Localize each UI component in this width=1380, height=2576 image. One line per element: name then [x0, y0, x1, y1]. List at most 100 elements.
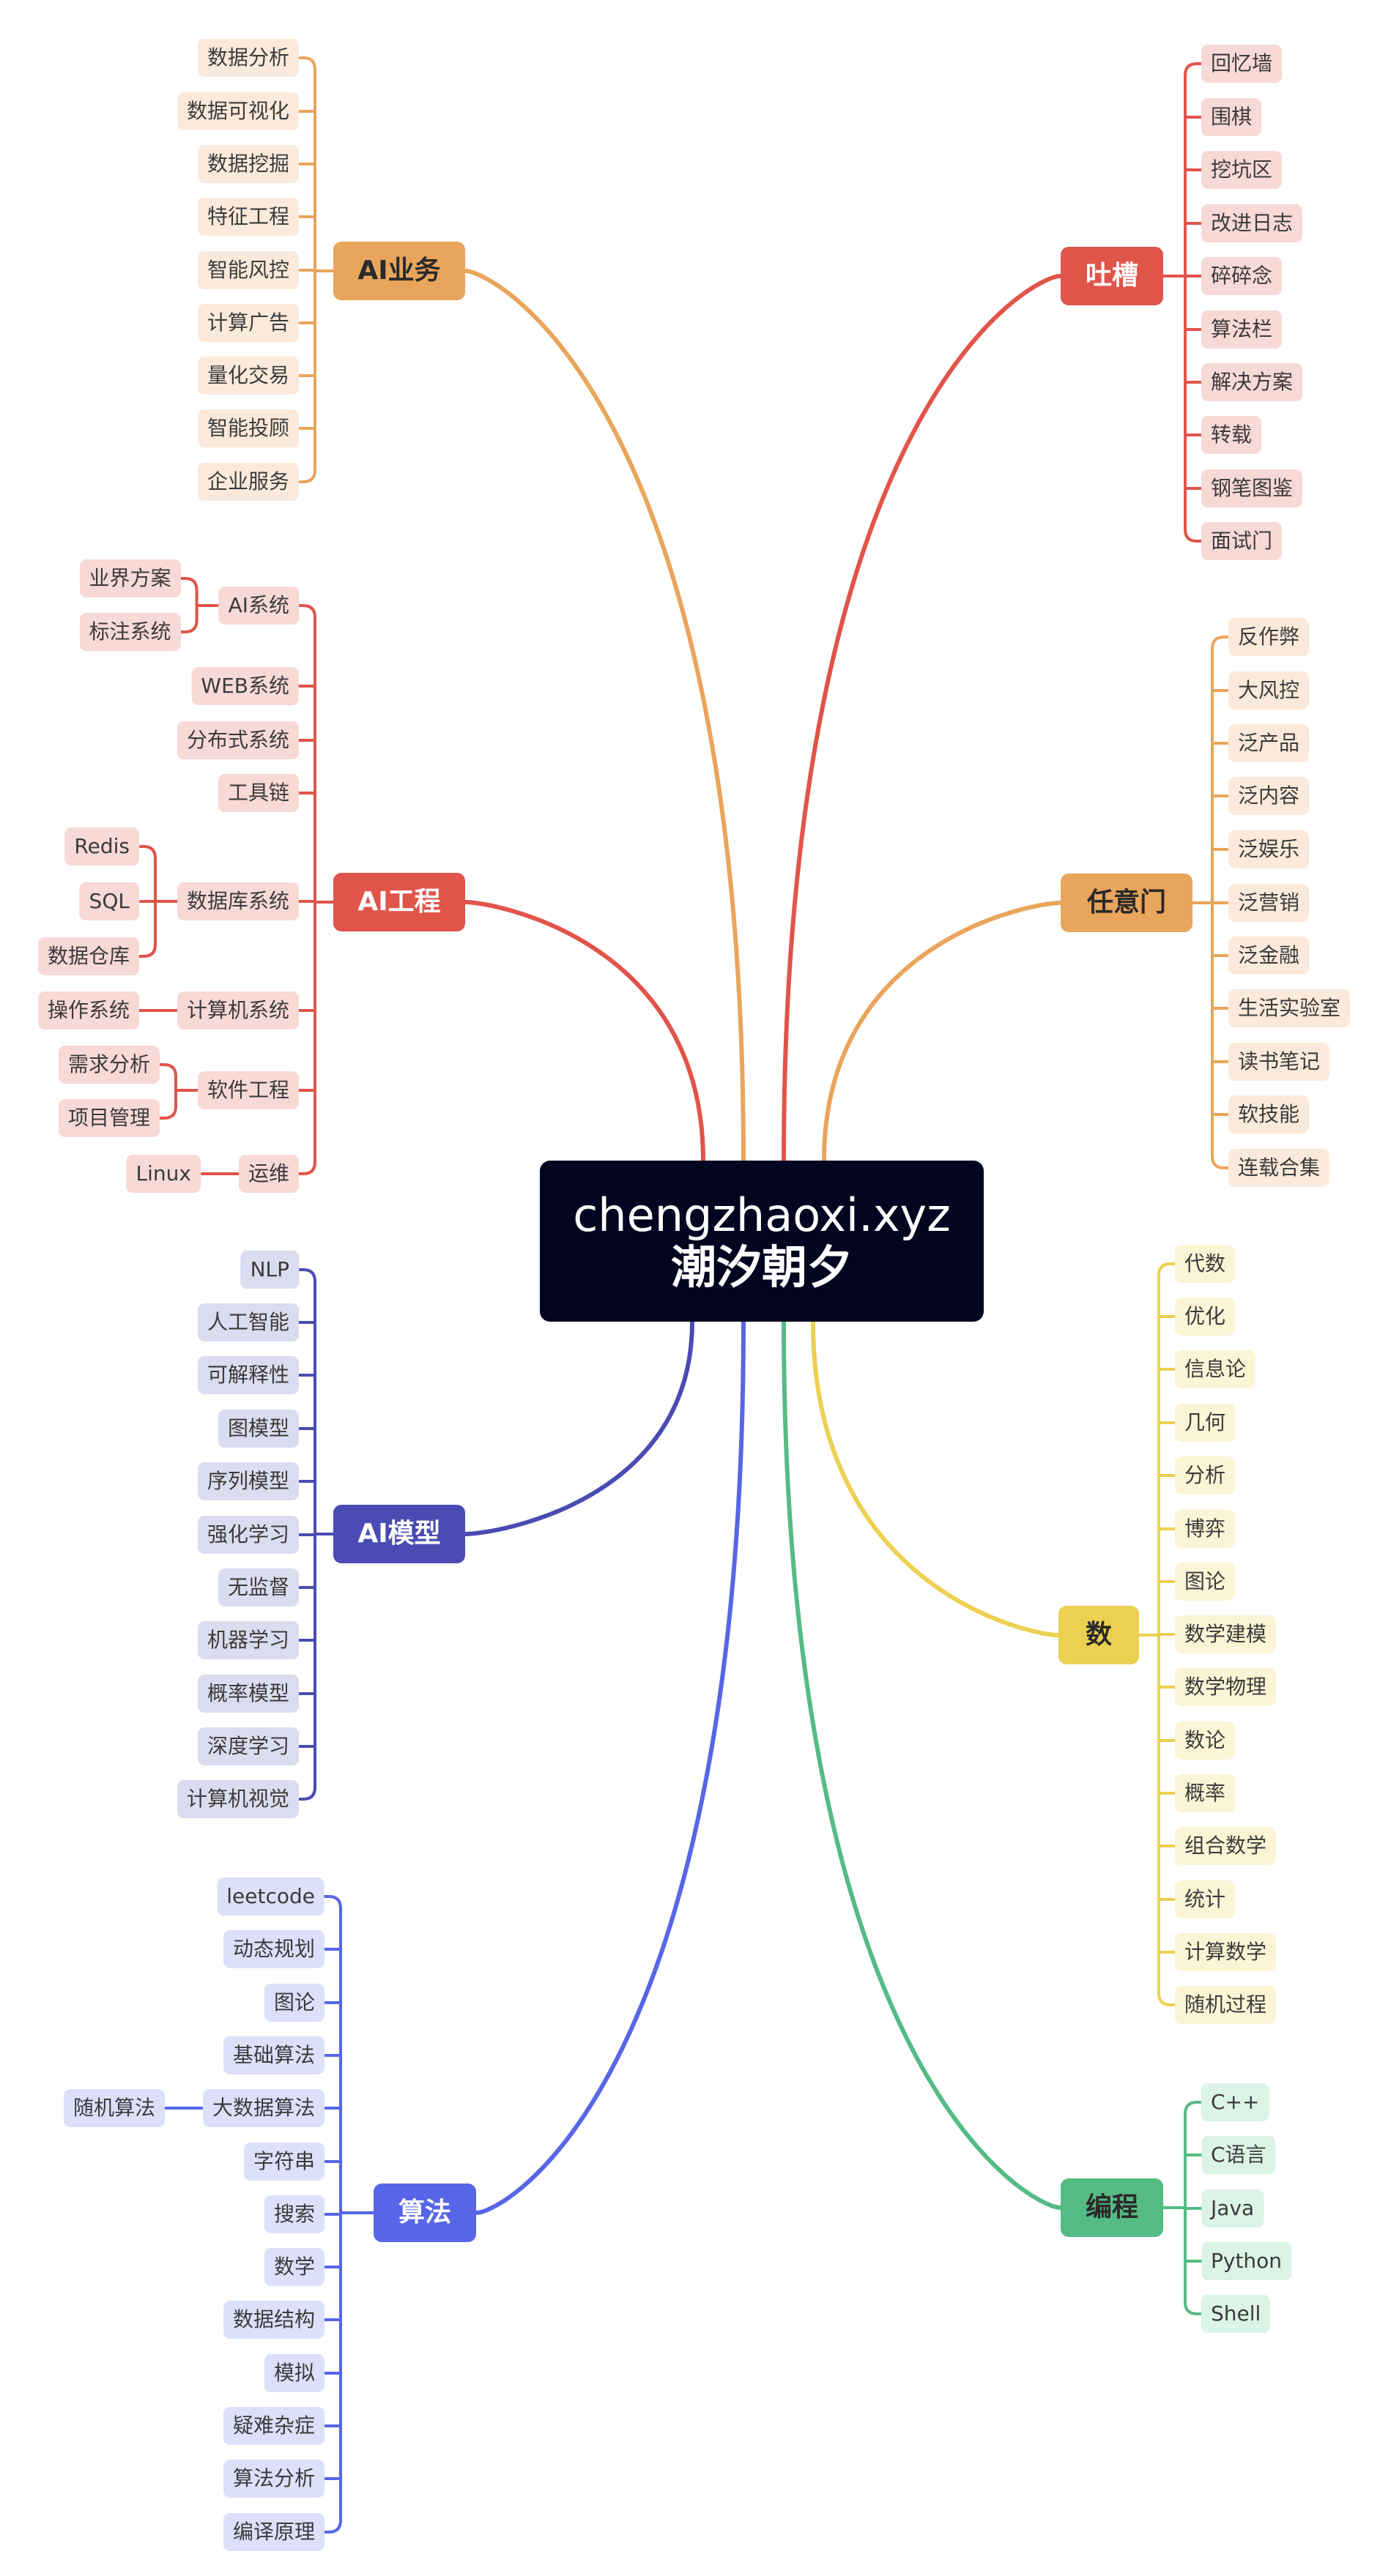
subleaf-ai-engineering-0-0[interactable]: 业界方案	[79, 559, 181, 598]
leaf-math-11[interactable]: 组合数学	[1174, 1827, 1277, 1865]
leaf-algorithm-1[interactable]: 动态规划	[223, 1930, 324, 1968]
leaf-ai-business-8[interactable]: 企业服务	[197, 463, 299, 501]
root-node[interactable]: chengzhaoxi.xyz 潮汐朝夕	[540, 1161, 984, 1322]
leaf-math-1[interactable]: 优化	[1174, 1298, 1236, 1336]
leaf-ai-business-5[interactable]: 计算广告	[197, 304, 299, 342]
leaf-algorithm-5[interactable]: 字符串	[243, 2143, 324, 2181]
leaf-ai-business-1[interactable]: 数据可视化	[177, 92, 299, 130]
leaf-ai-model-1[interactable]: 人工智能	[197, 1303, 299, 1341]
leaf-ai-model-8[interactable]: 概率模型	[197, 1675, 299, 1713]
leaf-rant-7[interactable]: 转载	[1201, 416, 1262, 454]
leaf-any-door-4[interactable]: 泛娱乐	[1228, 830, 1310, 868]
leaf-any-door-2[interactable]: 泛产品	[1228, 724, 1310, 762]
leaf-algorithm-10[interactable]: 疑难杂症	[223, 2407, 324, 2445]
leaf-ai-business-3[interactable]: 特征工程	[197, 198, 299, 236]
leaf-math-6[interactable]: 图论	[1174, 1563, 1236, 1601]
leaf-math-2[interactable]: 信息论	[1174, 1350, 1256, 1388]
subleaf-ai-engineering-4-0[interactable]: Redis	[64, 827, 139, 866]
leaf-ai-model-3[interactable]: 图模型	[218, 1410, 299, 1448]
leaf-rant-8[interactable]: 钢笔图鉴	[1201, 469, 1303, 507]
leaf-ai-model-9[interactable]: 深度学习	[197, 1727, 299, 1765]
leaf-ai-business-2[interactable]: 数据挖掘	[197, 145, 299, 183]
branch-node-math[interactable]: 数	[1058, 1606, 1139, 1664]
leaf-ai-engineering-2[interactable]: 分布式系统	[177, 721, 299, 759]
leaf-math-3[interactable]: 几何	[1174, 1404, 1236, 1442]
leaf-any-door-3[interactable]: 泛内容	[1228, 777, 1310, 815]
leaf-ai-model-0[interactable]: NLP	[240, 1251, 299, 1289]
leaf-algorithm-4[interactable]: 大数据算法	[202, 2089, 324, 2127]
leaf-rant-4[interactable]: 碎碎念	[1201, 257, 1283, 295]
branch-node-ai-engineering[interactable]: AI工程	[333, 873, 465, 931]
leaf-math-0[interactable]: 代数	[1174, 1245, 1236, 1283]
branch-node-programming[interactable]: 编程	[1061, 2178, 1163, 2237]
leaf-any-door-9[interactable]: 软技能	[1228, 1095, 1310, 1133]
leaf-rant-2[interactable]: 挖坑区	[1201, 151, 1283, 189]
leaf-ai-engineering-5[interactable]: 计算机系统	[177, 991, 299, 1030]
leaf-any-door-5[interactable]: 泛营销	[1228, 884, 1310, 922]
leaf-math-13[interactable]: 计算数学	[1174, 1933, 1277, 1971]
leaf-ai-model-5[interactable]: 强化学习	[197, 1516, 299, 1554]
leaf-math-4[interactable]: 分析	[1174, 1456, 1236, 1494]
leaf-any-door-6[interactable]: 泛金融	[1228, 937, 1310, 975]
leaf-rant-5[interactable]: 算法栏	[1201, 310, 1283, 349]
leaf-ai-engineering-6[interactable]: 软件工程	[197, 1071, 299, 1109]
leaf-programming-2[interactable]: Java	[1201, 2189, 1264, 2227]
leaf-any-door-8[interactable]: 读书笔记	[1228, 1043, 1330, 1081]
leaf-math-14[interactable]: 随机过程	[1174, 1986, 1277, 2024]
leaf-any-door-7[interactable]: 生活实验室	[1228, 989, 1351, 1027]
subleaf-algorithm-4-0[interactable]: 随机算法	[63, 2089, 165, 2127]
leaf-programming-1[interactable]: C语言	[1201, 2136, 1276, 2174]
leaf-programming-3[interactable]: Python	[1201, 2242, 1292, 2280]
branch-node-any-door[interactable]: 任意门	[1061, 874, 1192, 932]
subleaf-ai-engineering-4-1[interactable]: SQL	[79, 882, 139, 920]
leaf-any-door-10[interactable]: 连载合集	[1228, 1149, 1330, 1187]
leaf-algorithm-3[interactable]: 基础算法	[223, 2036, 324, 2074]
subleaf-ai-engineering-4-2[interactable]: 数据仓库	[37, 937, 139, 975]
leaf-math-10[interactable]: 概率	[1174, 1774, 1236, 1812]
subleaf-ai-engineering-0-1[interactable]: 标注系统	[79, 613, 181, 651]
leaf-math-7[interactable]: 数学建模	[1174, 1615, 1277, 1653]
leaf-rant-9[interactable]: 面试门	[1201, 522, 1283, 560]
leaf-algorithm-6[interactable]: 搜索	[264, 2195, 324, 2233]
leaf-ai-model-4[interactable]: 序列模型	[197, 1462, 299, 1500]
leaf-ai-model-10[interactable]: 计算机视觉	[177, 1780, 299, 1818]
leaf-algorithm-0[interactable]: leetcode	[217, 1877, 324, 1916]
leaf-algorithm-12[interactable]: 编译原理	[223, 2513, 324, 2551]
leaf-ai-business-0[interactable]: 数据分析	[197, 39, 299, 77]
leaf-algorithm-8[interactable]: 数据结构	[223, 2301, 324, 2339]
leaf-ai-business-6[interactable]: 量化交易	[197, 357, 299, 395]
leaf-algorithm-2[interactable]: 图论	[264, 1984, 324, 2022]
leaf-any-door-1[interactable]: 大风控	[1228, 671, 1310, 710]
subleaf-ai-engineering-6-1[interactable]: 项目管理	[58, 1099, 160, 1137]
leaf-math-5[interactable]: 博弈	[1174, 1510, 1236, 1548]
leaf-programming-4[interactable]: Shell	[1201, 2295, 1271, 2333]
leaf-ai-engineering-7[interactable]: 运维	[238, 1155, 299, 1193]
leaf-rant-0[interactable]: 回忆墙	[1201, 45, 1283, 83]
leaf-ai-engineering-1[interactable]: WEB系统	[191, 667, 299, 705]
leaf-ai-engineering-0[interactable]: AI系统	[218, 587, 299, 625]
branch-node-ai-business[interactable]: AI业务	[333, 242, 465, 300]
leaf-programming-0[interactable]: C++	[1201, 2083, 1269, 2121]
leaf-ai-model-2[interactable]: 可解释性	[197, 1356, 299, 1394]
leaf-ai-business-4[interactable]: 智能风控	[197, 251, 299, 289]
subleaf-ai-engineering-6-0[interactable]: 需求分析	[58, 1046, 160, 1084]
leaf-ai-engineering-4[interactable]: 数据库系统	[177, 882, 299, 920]
leaf-algorithm-7[interactable]: 数学	[264, 2248, 324, 2286]
leaf-algorithm-11[interactable]: 算法分析	[223, 2460, 324, 2498]
leaf-ai-model-7[interactable]: 机器学习	[197, 1621, 299, 1659]
leaf-any-door-0[interactable]: 反作弊	[1228, 618, 1310, 656]
leaf-math-12[interactable]: 统计	[1174, 1880, 1236, 1918]
leaf-ai-business-7[interactable]: 智能投顾	[197, 409, 299, 447]
leaf-algorithm-9[interactable]: 模拟	[264, 2354, 324, 2392]
leaf-rant-1[interactable]: 围棋	[1201, 98, 1262, 136]
leaf-rant-6[interactable]: 解决方案	[1201, 363, 1303, 401]
leaf-math-8[interactable]: 数学物理	[1174, 1668, 1277, 1706]
branch-node-algorithm[interactable]: 算法	[374, 2184, 476, 2242]
subleaf-ai-engineering-7-0[interactable]: Linux	[126, 1155, 201, 1193]
leaf-ai-engineering-3[interactable]: 工具链	[218, 774, 299, 812]
leaf-math-9[interactable]: 数论	[1174, 1721, 1236, 1760]
leaf-ai-model-6[interactable]: 无监督	[218, 1568, 299, 1607]
branch-node-rant[interactable]: 吐槽	[1061, 247, 1163, 305]
subleaf-ai-engineering-5-0[interactable]: 操作系统	[37, 991, 139, 1030]
branch-node-ai-model[interactable]: AI模型	[333, 1505, 465, 1563]
